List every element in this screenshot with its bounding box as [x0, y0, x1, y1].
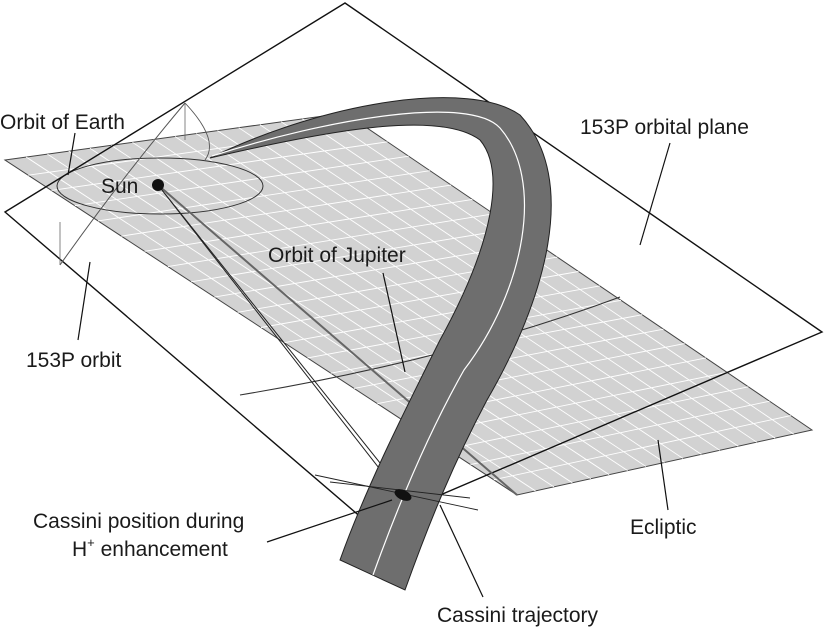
sun-marker	[152, 179, 164, 191]
sun-to-cassini-line-1	[157, 184, 401, 496]
grid-line-v	[98, 170, 430, 222]
grid-line-v	[51, 141, 388, 191]
leader-ecliptic	[657, 439, 669, 511]
grid-line-v	[144, 199, 473, 252]
grid-line-v	[191, 227, 515, 283]
leader-153p-orbit	[77, 261, 91, 341]
grid-line-v	[121, 184, 452, 237]
label-orbit-of-earth: Orbit of Earth	[0, 111, 125, 134]
label-ecliptic: Ecliptic	[630, 516, 697, 539]
orbit-arc-earth	[184, 102, 210, 161]
leader-orbit-of-earth	[67, 132, 76, 176]
label-cassini-position-line1: Cassini position during	[33, 510, 244, 533]
leader-orbit-of-jupiter	[382, 272, 406, 373]
sun-to-cassini-line-2	[157, 184, 409, 499]
cassini-trajectory-band	[209, 97, 552, 591]
leader-orbital-plane	[639, 142, 671, 246]
label-orbital-plane-153p: 153P orbital plane	[580, 116, 749, 139]
grid-line-v	[470, 400, 770, 465]
grid-line-v	[493, 415, 791, 481]
grid-line-v	[74, 155, 409, 207]
grid-line-v	[167, 213, 494, 268]
label-cassini-trajectory: Cassini trajectory	[437, 604, 599, 627]
label-orbit-of-jupiter: Orbit of Jupiter	[268, 244, 406, 267]
earth-orbit	[56, 157, 264, 215]
cassini-position-marker	[394, 489, 412, 501]
label-cassini-enhancement: enhancement	[95, 538, 228, 561]
grid-line-v	[447, 386, 749, 450]
cassini-trajectory-centerline	[211, 111, 526, 576]
label-cassini-h-sup: +	[87, 535, 95, 550]
label-153p-orbit: 153P orbit	[26, 349, 122, 372]
leader-cassini-trajectory	[439, 504, 484, 598]
label-sun: Sun	[101, 175, 138, 198]
orbital-plane-153p	[3, 2, 824, 526]
grid-line-v	[284, 285, 600, 344]
label-cassini-position-line2: H+ enhancement	[72, 535, 228, 561]
leader-cassini-position	[266, 499, 393, 543]
label-cassini-h: H	[72, 538, 87, 561]
orbit-153p-curve	[59, 102, 186, 266]
